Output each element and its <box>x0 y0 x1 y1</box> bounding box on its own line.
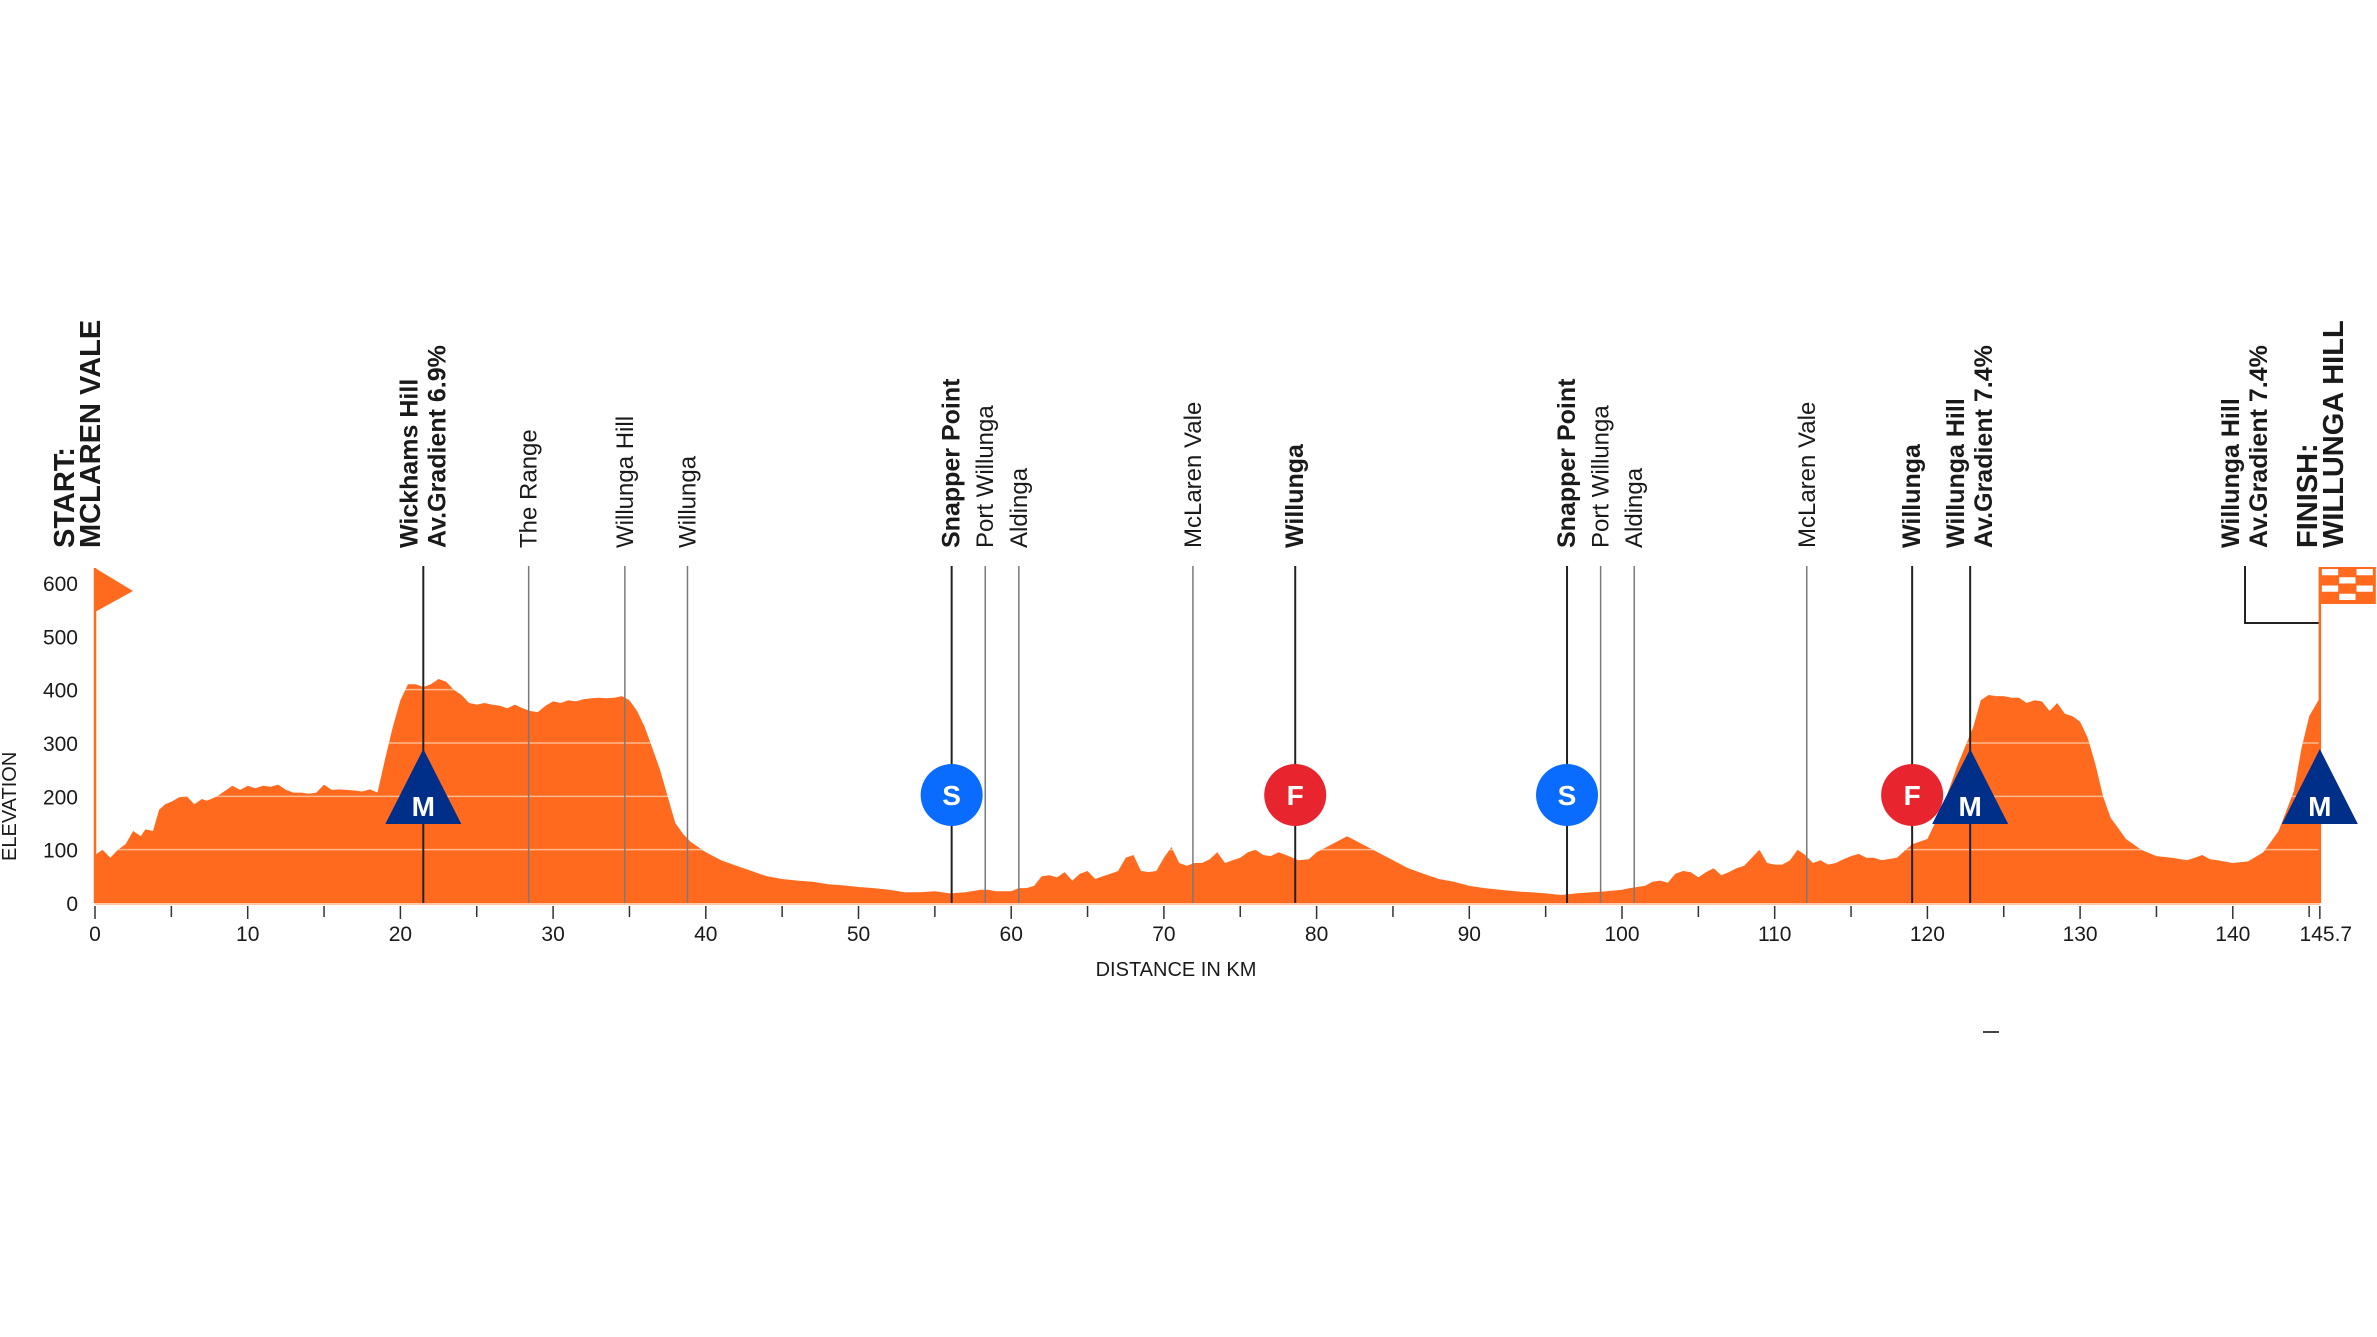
marker-circle <box>1536 764 1599 826</box>
location-label: Willunga Hill <box>1942 398 1970 548</box>
x-tick-label: 140 <box>2215 923 2250 946</box>
location-label: Willunga <box>674 455 701 548</box>
marker-letter: F <box>1904 780 1921 811</box>
y-tick-label: 300 <box>43 733 78 756</box>
location-label: Aldinga <box>1621 467 1648 548</box>
x-tick-label: 130 <box>2063 923 2098 946</box>
marker-circle <box>1881 764 1944 826</box>
y-tick-label: 600 <box>43 573 78 596</box>
marker-letter: M <box>2308 791 2331 822</box>
location-label: Willunga Hill <box>2217 398 2245 548</box>
flag-cell <box>2321 585 2339 592</box>
mountain-classification-icon: M <box>385 749 462 824</box>
location-label: Willunga <box>1281 443 1309 548</box>
x-tick-label: 0 <box>89 923 101 946</box>
y-tick-label: 100 <box>43 840 78 863</box>
x-tick-label: 70 <box>1152 923 1175 946</box>
mountain-triangle <box>1932 749 2009 824</box>
marker-letter: S <box>942 780 961 811</box>
marker-letter: F <box>1287 780 1304 811</box>
elevation-profile-area <box>95 679 2320 903</box>
location-lines <box>422 566 2320 903</box>
location-label: Snapper Point <box>938 378 966 548</box>
flag-cell <box>2339 593 2356 600</box>
location-label: Port Willunga <box>972 405 999 548</box>
location-label: Aldinga <box>1006 467 1033 548</box>
x-axis: 0 10 20 30 40 50 60 70 80 90 100 110 120 130 140 145.7 <box>89 906 2352 946</box>
x-tick-label: 50 <box>847 923 870 946</box>
finish-label-line1: FINISH: <box>2292 443 2324 548</box>
location-gradient-label: Av.Gradient 6.9% <box>423 345 451 548</box>
y-axis: 0 100 200 300 400 500 600 <box>43 573 78 916</box>
sprint-icon: S <box>920 764 983 826</box>
x-tick-label: 10 <box>236 923 259 946</box>
feed-zone-icon: F <box>1264 764 1327 826</box>
x-tick-label: 20 <box>389 923 412 946</box>
x-tick-label: 80 <box>1305 923 1328 946</box>
flag-cell <box>2321 569 2339 576</box>
mountain-classification-icon: M <box>1932 749 2009 824</box>
marker-circle <box>1264 764 1327 826</box>
x-tick-label: 120 <box>1910 923 1945 946</box>
flag-cell <box>2339 577 2356 584</box>
x-axis-title: DISTANCE IN KM <box>1096 959 1257 981</box>
location-label: McLaren Vale <box>1794 402 1821 548</box>
location-label: Port Willunga <box>1588 405 1615 548</box>
sprint-icon: S <box>1536 764 1599 826</box>
mountain-classification-icon: M <box>2281 749 2358 824</box>
x-tick-label: 100 <box>1604 923 1639 946</box>
start-marker: START: MCLAREN VALE <box>49 320 133 903</box>
flag-cell <box>2356 569 2373 576</box>
x-tick-label: 110 <box>1758 923 1791 946</box>
marker-circle <box>920 764 983 826</box>
x-tick-label: 60 <box>1000 923 1023 946</box>
start-label-line2: MCLAREN VALE <box>75 320 107 548</box>
location-label: The Range <box>516 429 543 548</box>
feed-zone-icon: F <box>1881 764 1944 826</box>
marker-letter: M <box>1958 791 1981 822</box>
finish-marker: FINISH: WILLUNGA HILL <box>2292 320 2376 903</box>
x-tick-label: 90 <box>1458 923 1481 946</box>
location-gradient-label: Av.Gradient 7.4% <box>2245 345 2273 548</box>
location-label: Willunga <box>1898 443 1926 548</box>
flag-cell <box>2356 585 2373 592</box>
y-tick-label: 0 <box>66 893 78 916</box>
checkered-flag-icon <box>2319 567 2376 604</box>
y-tick-label: 200 <box>43 786 78 809</box>
mountain-triangle <box>385 749 462 824</box>
location-gradient-label: Av.Gradient 7.4% <box>1970 345 1998 548</box>
marker-letter: S <box>1558 780 1577 811</box>
marker-letter: M <box>412 791 435 822</box>
location-label: McLaren Vale <box>1180 402 1207 548</box>
start-label-line1: START: <box>49 447 81 548</box>
x-tick-label: 30 <box>541 923 564 946</box>
y-tick-label: 400 <box>43 680 78 703</box>
stray-dash <box>1983 1031 1999 1033</box>
x-tick-label: 40 <box>694 923 717 946</box>
y-axis-title: ELEVATION <box>0 752 21 861</box>
location-leader-line <box>2244 566 2320 624</box>
mountain-triangle <box>2281 749 2358 824</box>
x-tick-label: 145.7 <box>2300 923 2353 946</box>
finish-label-line2: WILLUNGA HILL <box>2318 320 2350 548</box>
location-label: Willunga Hill <box>612 416 639 548</box>
y-tick-label: 500 <box>43 626 78 649</box>
start-flag-icon <box>95 568 133 612</box>
location-label: Wickhams Hill <box>395 379 423 548</box>
location-label: Snapper Point <box>1553 378 1581 548</box>
